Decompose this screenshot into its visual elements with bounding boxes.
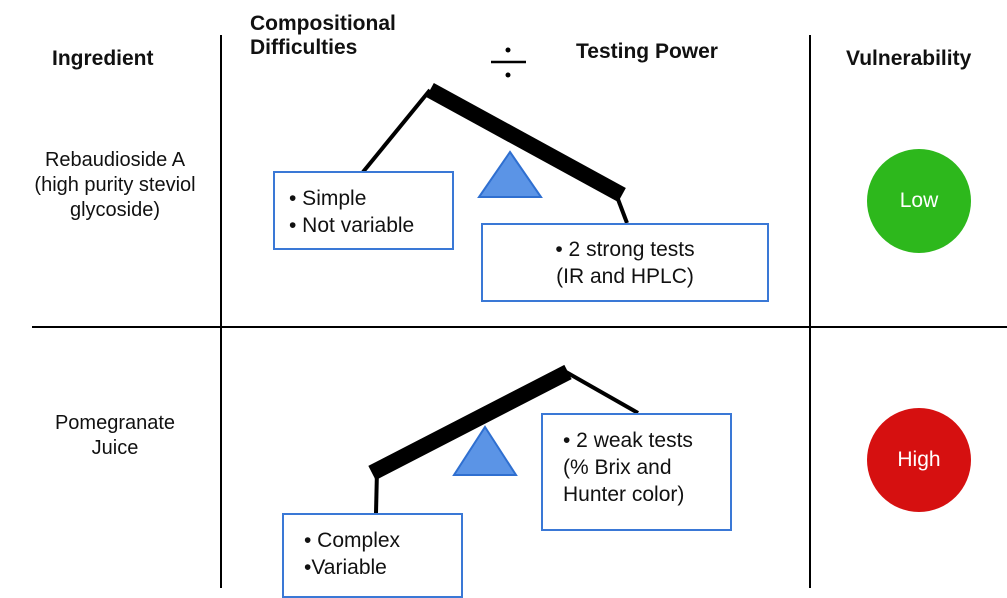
scale-1-left-arm bbox=[361, 88, 432, 174]
header-ingredient: Ingredient bbox=[52, 47, 154, 70]
header-compositional-line2: Difficulties bbox=[250, 36, 358, 59]
row-1-testing-line1: • 2 strong tests bbox=[555, 238, 695, 261]
row-1-vulnerability-label: Low bbox=[899, 189, 939, 212]
scale-2-left-arm bbox=[374, 469, 379, 514]
scale-1-right-arm bbox=[614, 193, 629, 224]
row-2-ingredient-line2: Juice bbox=[91, 437, 139, 459]
balance-scale-1 bbox=[361, 82, 629, 224]
row-2-difficulty-line2: •Variable bbox=[304, 556, 387, 579]
row-1-difficulty-box: • Simple • Not variable bbox=[273, 171, 454, 250]
row-2-testing-line1: • 2 weak tests bbox=[563, 429, 693, 452]
row-2-ingredient: Pomegranate Juice bbox=[10, 411, 220, 461]
scale-1-beam bbox=[426, 82, 626, 203]
scale-2-right-arm bbox=[565, 370, 639, 415]
row-2-ingredient-line1: Pomegranate bbox=[54, 412, 176, 434]
row-2-testing-line3: Hunter color) bbox=[563, 483, 685, 506]
row-2-vulnerability-badge: High bbox=[867, 408, 971, 512]
header-compositional-line1: Compositional bbox=[250, 12, 396, 35]
row-1-ingredient-line3: glycoside) bbox=[69, 199, 161, 221]
balance-scale-2 bbox=[368, 364, 639, 514]
row-2-testing-box: • 2 weak tests (% Brix and Hunter color) bbox=[541, 413, 732, 531]
row-1-ingredient-line2: (high purity steviol bbox=[34, 174, 196, 196]
divide-icon bbox=[491, 47, 526, 78]
header-vulnerability: Vulnerability bbox=[846, 47, 972, 70]
row-1-difficulty-line2: • Not variable bbox=[289, 214, 415, 237]
row-1-ingredient-line1: Rebaudioside A bbox=[44, 149, 186, 171]
row-2-difficulty-line1: • Complex bbox=[304, 529, 401, 552]
header-compositional-difficulties: Compositional Difficulties bbox=[250, 12, 396, 60]
row-2-testing-line2: (% Brix and bbox=[563, 456, 672, 479]
row-2-vulnerability-label: High bbox=[897, 448, 941, 471]
row-1-difficulty-line1: • Simple bbox=[289, 187, 367, 210]
row-1-vulnerability-badge: Low bbox=[867, 149, 971, 253]
scale-2-fulcrum bbox=[452, 425, 518, 476]
row-1-testing-line2: (IR and HPLC) bbox=[556, 265, 694, 288]
scale-2-beam bbox=[368, 364, 572, 481]
scale-1-fulcrum bbox=[477, 150, 543, 198]
header-testing-power: Testing Power bbox=[576, 40, 718, 63]
row-1-testing-box: • 2 strong tests (IR and HPLC) bbox=[481, 223, 769, 302]
row-2-difficulty-box: • Complex •Variable bbox=[282, 513, 463, 598]
row-1-ingredient: Rebaudioside A (high purity steviol glyc… bbox=[10, 148, 220, 223]
